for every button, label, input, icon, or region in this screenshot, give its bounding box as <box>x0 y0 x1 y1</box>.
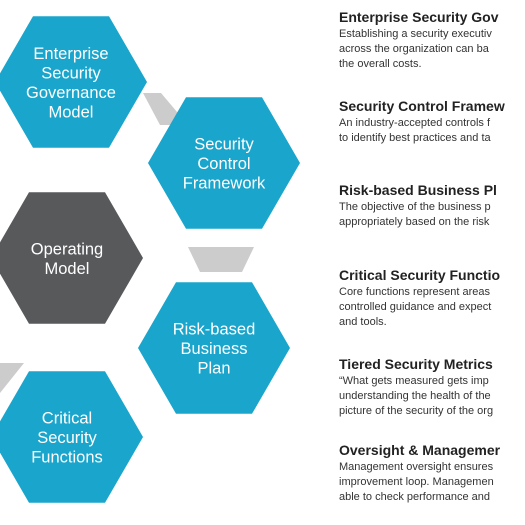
hexagon-shape <box>0 371 143 503</box>
section-text-line: appropriately based on the risk <box>339 216 490 228</box>
section-heading: Risk-based Business Pl <box>339 182 497 198</box>
hexagon-label: Operating <box>31 240 103 258</box>
section-text-line: improvement loop. Managemen <box>339 476 494 488</box>
hexagon-label: Risk-based <box>173 321 256 339</box>
section-text-line: understanding the health of the <box>339 390 491 402</box>
hexagon-label: Plan <box>197 360 230 378</box>
section-heading: Enterprise Security Gov <box>339 9 499 25</box>
hexagon-label: Functions <box>31 449 103 467</box>
hexagon-label: Governance <box>26 84 116 102</box>
section-text-line: An industry-accepted controls f <box>339 117 491 129</box>
section-heading: Oversight & Managemer <box>339 442 501 458</box>
section-text-line: to identify best practices and ta <box>339 132 491 144</box>
section-2: Security Control Framew An industry-accep… <box>339 98 525 146</box>
connector-3 <box>0 363 24 393</box>
hexagons: EnterpriseSecurityGovernanceModelSecurit… <box>0 16 300 503</box>
section-text-line: The objective of the business p <box>339 201 491 213</box>
section-heading: Critical Security Functio <box>339 267 501 283</box>
hexagon-label: Security <box>194 136 254 154</box>
hexagon-label: Model <box>49 103 94 121</box>
hexagon-shape <box>0 16 147 148</box>
hexagon-label: Security <box>37 429 97 447</box>
section-text-line: across the organization can ba <box>339 43 489 55</box>
hexagon-label: Business <box>181 340 248 358</box>
section-5: Tiered Security Metrics “What gets measur… <box>339 356 525 419</box>
section-text-line: the overall costs. <box>339 58 422 70</box>
section-3: Risk-based Business Pl The objective of t… <box>339 182 525 230</box>
section-text-line: controlled guidance and expect <box>339 301 492 313</box>
section-text-line: Core functions represent areas <box>339 286 491 298</box>
hexagon-label: Security <box>41 64 101 82</box>
section-text-line: and tools. <box>339 316 387 328</box>
section-text-line: Establishing a security executiv <box>339 28 492 40</box>
hexagon-shape <box>148 97 300 229</box>
connector-2 <box>188 247 254 272</box>
hexagon-label: Enterprise <box>33 45 108 63</box>
section-heading: Security Control Framew <box>339 98 505 114</box>
section-text-line: picture of the security of the org <box>339 405 494 417</box>
hexagon-label: Critical <box>42 410 92 428</box>
section-text-line: able to check performance and <box>339 491 491 503</box>
hexagon-shape <box>138 282 290 414</box>
hexagon-label: Control <box>197 155 250 173</box>
section-text-line: “What gets measured gets imp <box>339 375 489 387</box>
hexagon-label: Model <box>45 260 90 278</box>
section-text-line: Management oversight ensures <box>339 461 494 473</box>
hexagon-label: Framework <box>183 175 266 193</box>
hexagon-shape <box>0 192 143 324</box>
section-heading: Tiered Security Metrics <box>339 356 493 372</box>
